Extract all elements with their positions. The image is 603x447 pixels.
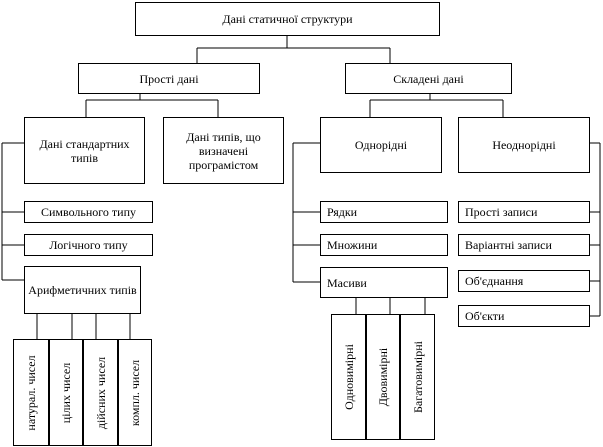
root-node: Дані статичної структури [135, 2, 440, 36]
sets-node: Множини [320, 234, 448, 256]
logical-type-node: Логічного типу [24, 234, 153, 256]
arrays-node: Масиви [320, 267, 448, 298]
root-label: Дані статичної структури [222, 12, 353, 26]
user-defined-types-node: Дані типів, що визначені програмістом [163, 117, 284, 184]
objects-node: Об'єкти [458, 305, 590, 327]
strings-label: Рядки [327, 205, 358, 219]
standard-types-label: Дані стандартних типів [39, 136, 130, 165]
objects-label: Об'єкти [465, 309, 505, 323]
unions-node: Об'єднання [458, 270, 590, 292]
heterogeneous-label: Неоднорідні [492, 138, 556, 152]
simple-data-label: Прості дані [139, 71, 199, 86]
standard-types-node: Дані стандартних типів [24, 117, 145, 184]
complex-numbers-node: компл. чисел [118, 339, 152, 446]
homogeneous-label: Однорідні [354, 138, 408, 152]
complex-data-node: Складені дані [345, 63, 512, 94]
complex-numbers-label: компл. чисел [128, 359, 142, 426]
symbolic-type-node: Символьного типу [24, 201, 153, 223]
variant-records-label: Варіантні записи [465, 238, 552, 252]
one-dimensional-node: Одновимірні [331, 314, 366, 440]
symbolic-type-label: Символьного типу [40, 205, 137, 219]
heterogeneous-node: Неоднорідні [458, 117, 590, 173]
simple-records-node: Прості записи [458, 201, 590, 223]
simple-records-label: Прості записи [465, 205, 538, 219]
real-numbers-label: дійсних чисел [93, 356, 108, 429]
logical-type-label: Логічного типу [49, 238, 128, 252]
multi-dimensional-label: Багатовимірні [410, 340, 425, 414]
two-dimensional-label: Двовимірні [376, 347, 390, 407]
integer-numbers-node: цілих чисел [49, 339, 83, 446]
natural-numbers-node: натурал. чисел [13, 339, 49, 446]
simple-data-node: Прості дані [78, 63, 260, 94]
arithmetic-types-label: Арифметичних типів [28, 283, 137, 297]
integer-numbers-label: цілих чисел [59, 362, 73, 423]
homogeneous-node: Однорідні [320, 117, 442, 173]
user-defined-types-label: Дані типів, що визначені програмістом [186, 129, 261, 172]
variant-records-node: Варіантні записи [458, 234, 590, 256]
one-dimensional-label: Одновимірні [341, 344, 356, 410]
complex-data-label: Складені дані [393, 71, 464, 86]
natural-numbers-label: натурал. чисел [24, 354, 38, 431]
two-dimensional-node: Двовимірні [366, 314, 400, 440]
arithmetic-types-node: Арифметичних типів [24, 266, 141, 314]
real-numbers-node: дійсних чисел [83, 339, 118, 446]
strings-node: Рядки [320, 201, 448, 223]
sets-label: Множини [327, 238, 378, 252]
unions-label: Об'єднання [465, 274, 524, 288]
arrays-label: Масиви [327, 275, 367, 290]
multi-dimensional-node: Багатовимірні [400, 314, 435, 440]
